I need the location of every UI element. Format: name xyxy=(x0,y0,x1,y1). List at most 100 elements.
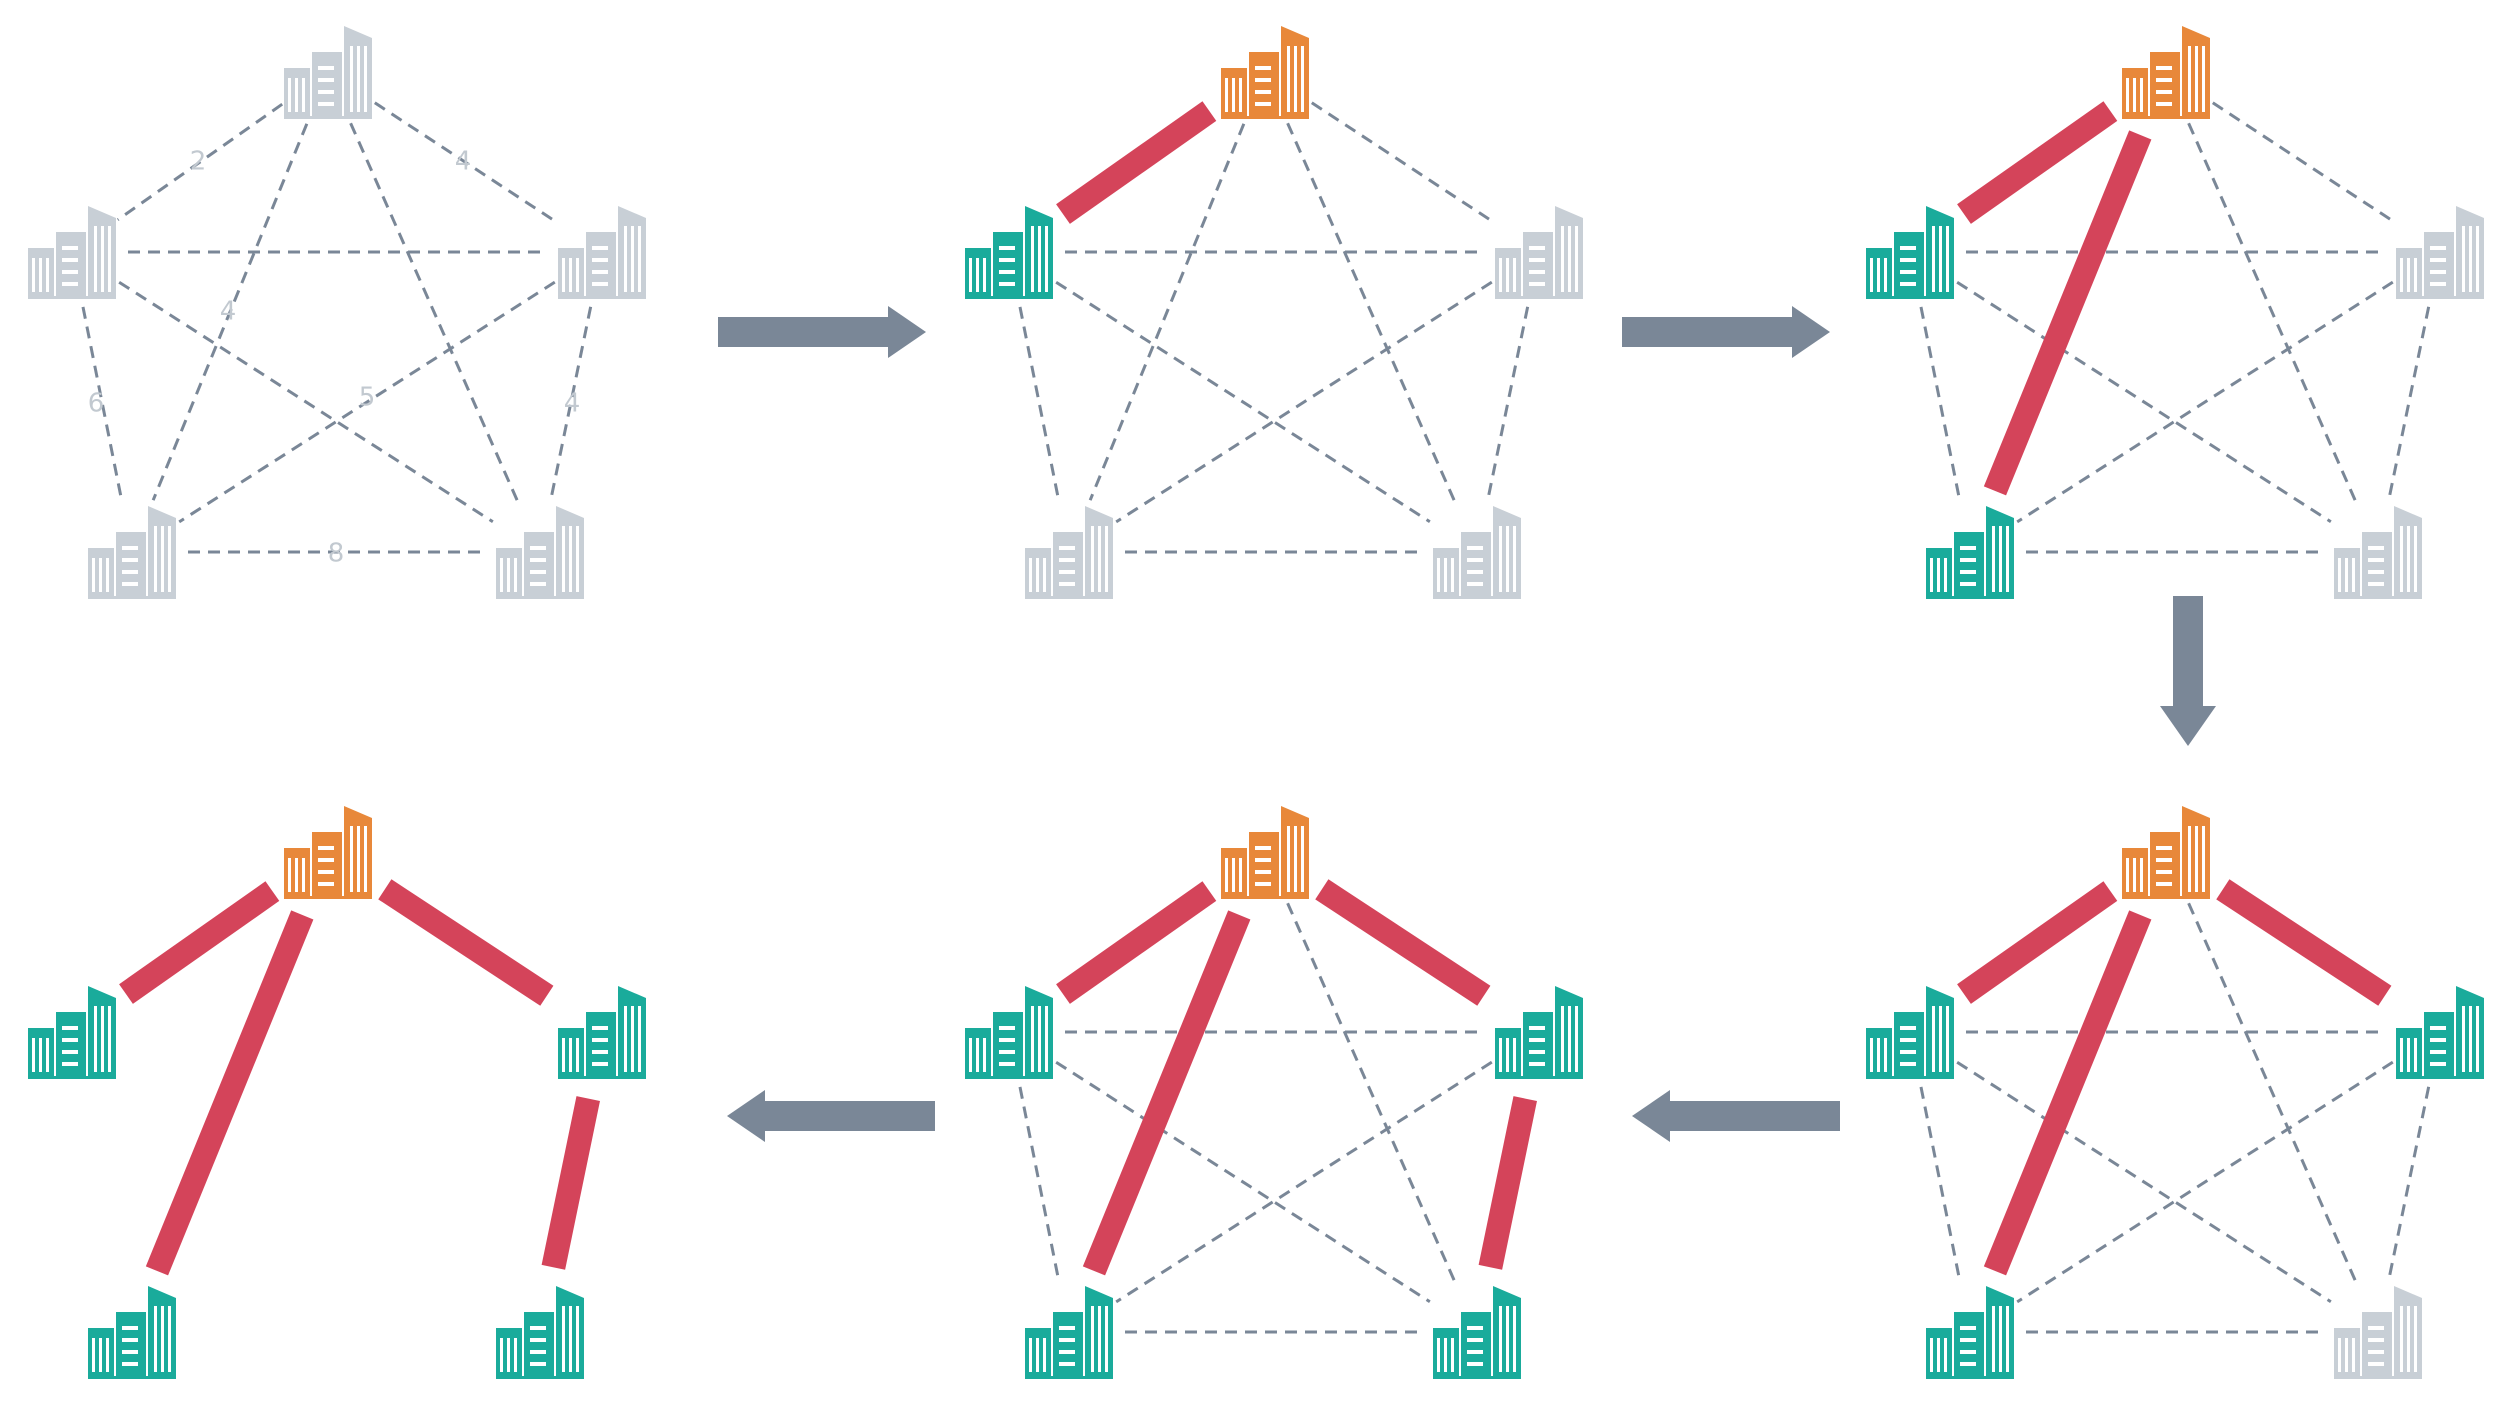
building-icon xyxy=(1025,1286,1113,1379)
arrow-left xyxy=(727,1090,935,1142)
candidate-edge-1-4 xyxy=(1055,280,1431,524)
candidate-edge-0-4 xyxy=(2187,902,2357,1282)
candidate-edge-1-4 xyxy=(1956,280,2332,524)
building-icon xyxy=(28,986,116,1079)
node-1-connected xyxy=(1866,986,1954,1079)
edge-weight-3-4: 8 xyxy=(328,539,345,569)
node-1-inactive xyxy=(28,206,116,299)
node-0-root xyxy=(1221,26,1309,119)
node-1-connected xyxy=(1866,206,1954,299)
building-icon xyxy=(284,806,372,899)
candidate-edge-0-4 xyxy=(1286,122,1456,502)
node-4-connected xyxy=(496,1286,584,1379)
building-icon xyxy=(1495,986,1583,1079)
candidate-edge-2-3 xyxy=(178,280,556,524)
arrow-left xyxy=(1632,1090,1840,1142)
tree-edge-0-1 xyxy=(1056,101,1217,224)
candidate-edge-0-3 xyxy=(1088,123,1246,501)
candidate-edge-1-3 xyxy=(1919,1086,1961,1278)
building-icon xyxy=(965,986,1053,1079)
building-icon xyxy=(1433,506,1521,599)
node-2-connected xyxy=(2396,986,2484,1079)
candidate-edge-1-4 xyxy=(1956,1060,2332,1304)
node-2-connected xyxy=(558,986,646,1079)
node-0-root xyxy=(284,806,372,899)
building-icon xyxy=(496,1286,584,1379)
arrow-right xyxy=(1622,306,1830,358)
node-1-connected xyxy=(965,206,1053,299)
panel-step-6 xyxy=(28,806,646,1379)
arrow-right xyxy=(718,306,926,358)
building-icon xyxy=(1926,506,2014,599)
building-icon xyxy=(1926,1286,2014,1379)
tree-edge-0-2 xyxy=(378,879,554,1006)
node-2-inactive xyxy=(1495,206,1583,299)
building-icon xyxy=(88,1286,176,1379)
node-1-connected xyxy=(965,986,1053,1079)
candidate-edge-2-4 xyxy=(549,306,593,498)
building-icon xyxy=(28,206,116,299)
node-4-inactive xyxy=(2334,506,2422,599)
node-3-connected xyxy=(1926,506,2014,599)
node-0-inactive xyxy=(284,26,372,119)
candidate-edge-0-2 xyxy=(2211,101,2395,223)
building-icon xyxy=(1866,206,1954,299)
tree-edge-2-4 xyxy=(541,1096,600,1270)
candidate-edge-0-4 xyxy=(2187,122,2357,502)
building-icon xyxy=(2122,806,2210,899)
node-4-inactive xyxy=(496,506,584,599)
tree-edge-0-1 xyxy=(1957,881,2118,1004)
node-3-inactive xyxy=(1025,506,1113,599)
node-3-connected xyxy=(1926,1286,2014,1379)
node-3-inactive xyxy=(88,506,176,599)
edge-weight-0-2: 4 xyxy=(455,147,472,177)
candidate-edge-2-4 xyxy=(1486,306,1530,498)
candidate-edge-1-3 xyxy=(81,306,123,498)
building-icon xyxy=(88,506,176,599)
node-1-connected xyxy=(28,986,116,1079)
candidate-edge-2-3 xyxy=(2016,1060,2394,1304)
panel-step-5 xyxy=(965,806,1583,1379)
edge-weight-1-4: 5 xyxy=(359,383,376,413)
edge-weight-0-1: 2 xyxy=(190,147,207,177)
tree-edge-0-1 xyxy=(1957,101,2118,224)
building-icon xyxy=(496,506,584,599)
panel-step-3 xyxy=(1866,26,2484,599)
node-2-connected xyxy=(1495,986,1583,1079)
candidate-edge-2-3 xyxy=(1115,1060,1493,1304)
building-icon xyxy=(558,986,646,1079)
tree-edge-0-3 xyxy=(1983,910,2152,1276)
candidate-edge-2-4 xyxy=(2387,306,2431,498)
candidate-edge-1-3 xyxy=(1919,306,1961,498)
tree-edge-0-2 xyxy=(2216,879,2392,1006)
node-0-root xyxy=(2122,26,2210,119)
tree-edge-0-3 xyxy=(1983,130,2152,496)
tree-edge-0-3 xyxy=(145,910,314,1276)
candidate-edge-0-1 xyxy=(116,102,284,222)
candidate-edge-1-3 xyxy=(1018,306,1060,498)
node-2-inactive xyxy=(558,206,646,299)
building-icon xyxy=(1495,206,1583,299)
building-icon xyxy=(2334,1286,2422,1379)
arrow-down xyxy=(2160,596,2216,746)
tree-edge-0-3 xyxy=(1082,910,1251,1276)
building-icon xyxy=(284,26,372,119)
node-0-root xyxy=(2122,806,2210,899)
node-3-connected xyxy=(88,1286,176,1379)
candidate-edge-0-2 xyxy=(1310,101,1494,223)
tree-edge-0-2 xyxy=(1315,879,1491,1006)
candidate-edge-1-4 xyxy=(118,280,494,524)
candidate-edge-2-3 xyxy=(1115,280,1493,524)
node-2-inactive xyxy=(2396,206,2484,299)
building-icon xyxy=(2396,986,2484,1079)
candidate-edge-1-3 xyxy=(1018,1086,1060,1278)
building-icon xyxy=(2396,206,2484,299)
building-icon xyxy=(2334,506,2422,599)
building-icon xyxy=(1221,26,1309,119)
node-4-inactive xyxy=(2334,1286,2422,1379)
building-icon xyxy=(2122,26,2210,119)
building-icon xyxy=(558,206,646,299)
candidate-edge-1-4 xyxy=(1055,1060,1431,1304)
node-4-connected xyxy=(1433,1286,1521,1379)
